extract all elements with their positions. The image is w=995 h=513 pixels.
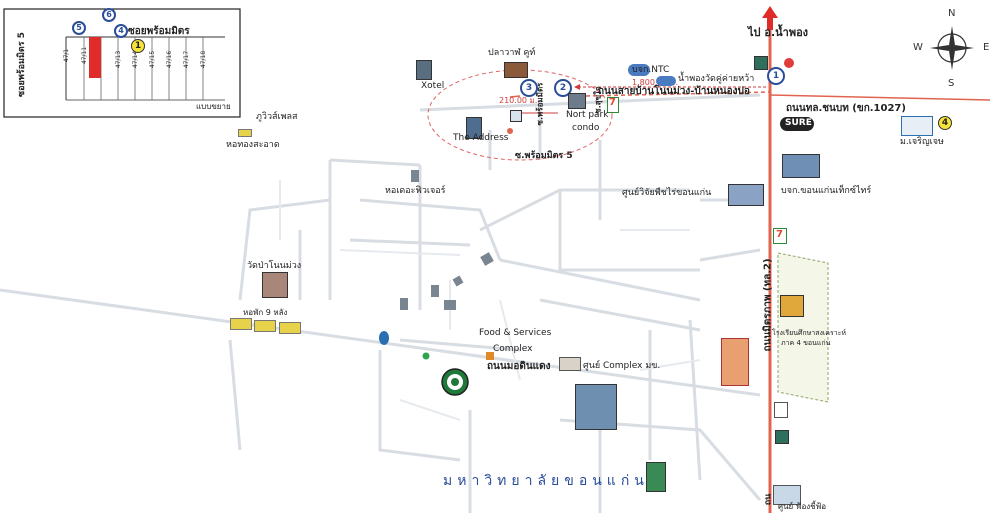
lot-label: 47/18 <box>200 50 208 69</box>
research-building-icon <box>728 184 764 206</box>
building-icon <box>466 117 482 139</box>
building-icon <box>431 285 439 297</box>
building-icon <box>559 357 581 371</box>
seal-icon <box>721 338 749 386</box>
place-research: ศูนย์วิจัยพืชไร่ขอนแก่น <box>622 188 712 198</box>
building-icon <box>568 93 586 109</box>
dorm-icon <box>279 322 301 334</box>
destination-label: ไป อ.น้ำพอง <box>748 26 809 39</box>
temple-icon <box>262 272 288 298</box>
compass-e: E <box>983 42 990 53</box>
marker-4: 4 <box>938 116 952 130</box>
place-ntc: บจก.NTC <box>632 65 670 75</box>
lot-label: 47/1 <box>63 48 71 63</box>
marker-6: 6 <box>102 8 116 22</box>
highlight-lot <box>89 37 101 78</box>
marker-1: 1 <box>767 67 785 85</box>
shop-icon <box>486 352 494 360</box>
village-icon <box>901 116 933 136</box>
compass-s: S <box>948 78 955 89</box>
bank-icon <box>754 56 768 70</box>
place-school: โรงเรียนศึกษาสงเคราะห์ <box>772 329 847 337</box>
sure-logo <box>780 117 814 131</box>
seven-eleven-icon <box>773 228 787 244</box>
house-icon <box>504 62 528 78</box>
shell-icon <box>784 58 794 68</box>
building-icon <box>773 485 801 505</box>
building-icon <box>400 298 408 310</box>
inset-soi-top: ซอยพร้อมมิตร <box>128 26 190 37</box>
building-icon <box>510 110 522 122</box>
place-dorms: หอพัก 9 หลัง <box>243 308 288 317</box>
place-nampong: น้ำพองวัดคู่ค่ายหว้า <box>678 74 755 84</box>
seven-label: 7 <box>609 97 616 108</box>
place-complex-center: ศูนย์ Complex มข. <box>583 361 661 371</box>
place-bottom-right: ศูนย์ ฟ้องชี้ฟ้อ <box>778 502 827 511</box>
inset-soi-left: ซอยพร้อมมิตร 5 <box>16 32 27 97</box>
place-future: หอเดอะฟิวเจอร์ <box>385 186 446 196</box>
school-area <box>777 252 829 403</box>
lot-label: 47/13 <box>115 50 123 69</box>
road-ban-non-muang: ถนนสายบ้านโนนม่วง-บ้านหนองปอ <box>598 86 750 97</box>
place-school2: ภาค 4 ขอนแก่น <box>781 339 831 347</box>
lot-label: 47/17 <box>183 50 191 69</box>
dorm-icon <box>254 320 276 332</box>
place-plawat: ปลาวาฬ คูท์ <box>488 48 536 58</box>
compass-icon <box>930 26 974 70</box>
lot-label: 47/16 <box>166 50 174 69</box>
road-1027: ถนนทล.ชนบท (ขก.1027) <box>786 103 906 114</box>
cloud-icon <box>656 76 676 86</box>
distance-1800: 1,800.00 ม. <box>632 78 678 87</box>
marker-2: 2 <box>554 79 572 97</box>
road-soi-phon-mit-5: ซ.พร้อมมิตร 5 <box>515 151 573 161</box>
seven-label: 7 <box>776 229 783 240</box>
building-icon <box>444 300 456 310</box>
place-hothong: หอทองสะอาด <box>226 140 280 150</box>
compass-n: N <box>948 8 956 19</box>
sure-label: SURE <box>785 118 812 128</box>
place-university: มหาวิทยาลัยขอนแก่น <box>443 473 649 489</box>
gas-station-icon <box>379 331 389 345</box>
place-food-services: Food & Services <box>479 328 552 338</box>
university-building-icon <box>646 462 666 492</box>
factory-icon <box>782 154 820 178</box>
cloud-icon <box>628 64 650 76</box>
school-icon <box>780 295 804 317</box>
place-complex: Complex <box>493 344 533 354</box>
road-mo-din-daeng: ถนนมอดินแดง <box>487 361 551 372</box>
place-the-address: The Address <box>453 133 509 143</box>
marker-4-inset: 4 <box>114 24 128 38</box>
north-arrow-icon <box>762 6 778 30</box>
marker-1-inset: 1 <box>131 39 145 53</box>
marker-5: 5 <box>72 21 86 35</box>
distance-210: 210.00 ม. <box>499 96 538 105</box>
building-icon <box>411 170 419 182</box>
lot-label: 47/14 <box>132 50 140 69</box>
minor-roads <box>0 93 762 513</box>
place-wat: วัดป่าโนนม่วง <box>247 261 302 271</box>
road-mittraphap-bottom: ถน <box>763 493 774 506</box>
seven-eleven-icon <box>607 97 619 113</box>
compass-w: W <box>913 42 923 53</box>
bank-icon <box>775 430 789 444</box>
complex-building-icon <box>575 384 617 430</box>
lot-label: 47/11 <box>81 46 89 65</box>
marker-3: 3 <box>520 79 538 97</box>
b-logo-icon <box>774 402 788 418</box>
dorm-icon <box>230 318 252 330</box>
place-phuwiang: ภูวิวส์เพลส <box>256 112 298 122</box>
tiny-roads <box>279 180 701 421</box>
inset-caption: แบบขยาย <box>196 102 231 111</box>
place-khonkaen-tech: บจก.ขอนแก่นเท็กซ์ไทร์ <box>781 186 872 196</box>
lot-label: 47/15 <box>149 50 157 69</box>
place-condo: condo <box>572 123 600 133</box>
place-nort-park: Nort park <box>566 110 609 120</box>
road-mittraphap: ถนนมิตรภาพ (ทล.2) <box>762 258 774 352</box>
place-village: ม.เจริญเจษ <box>900 137 944 147</box>
building-icon <box>416 60 432 80</box>
place-xotel: Xotel <box>421 81 445 91</box>
dorm-icon <box>238 129 252 137</box>
